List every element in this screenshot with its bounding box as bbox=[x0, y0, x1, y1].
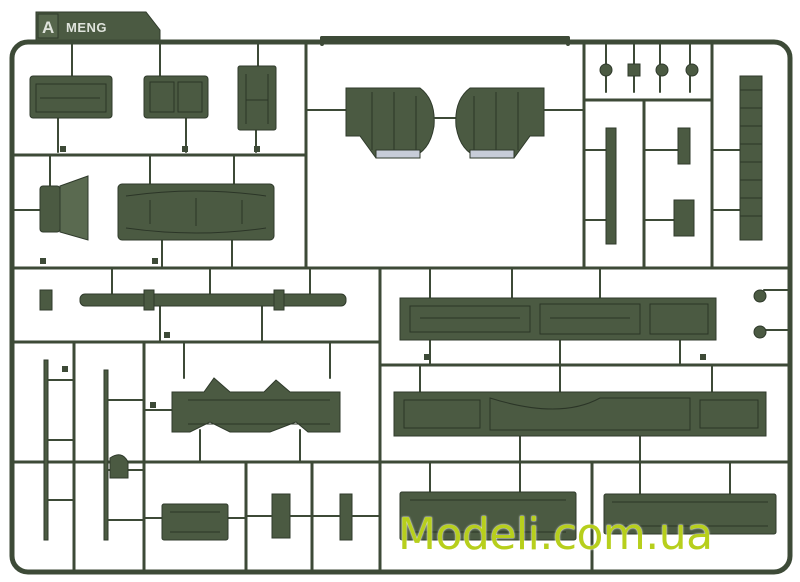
brand-logo-text: MENG bbox=[66, 20, 107, 35]
small-parts-right-1 bbox=[753, 289, 791, 339]
part-floor-plate-2 bbox=[603, 461, 777, 535]
part-rod-vertical bbox=[583, 127, 617, 245]
sprue-frame bbox=[9, 36, 793, 575]
small-parts-top-right bbox=[599, 43, 699, 93]
part-box-2 bbox=[143, 43, 209, 153]
watermark-text: Modeli.com.ua bbox=[398, 509, 713, 560]
part-floor-plate-1 bbox=[399, 461, 577, 541]
part-hull-side-1 bbox=[399, 267, 717, 366]
part-panel-large bbox=[117, 154, 275, 269]
sprue-gates bbox=[40, 146, 706, 408]
part-thin-rods bbox=[43, 359, 145, 541]
part-ladder bbox=[711, 75, 763, 241]
part-hinge bbox=[13, 154, 89, 241]
part-hull-side-2 bbox=[393, 364, 767, 463]
part-box-3 bbox=[237, 43, 277, 153]
part-long-rod bbox=[39, 267, 347, 343]
part-cowl-right bbox=[455, 87, 585, 159]
part-cowl-left bbox=[305, 87, 471, 159]
sprue-letter: A bbox=[42, 18, 54, 37]
part-plate-bottom-left bbox=[143, 503, 247, 541]
part-small-block bbox=[245, 493, 313, 539]
part-box-1 bbox=[29, 43, 113, 153]
sprue-tab: A MENG bbox=[35, 11, 161, 41]
part-brackets bbox=[643, 127, 695, 237]
part-chassis-frame bbox=[143, 341, 341, 463]
part-bracket-bottom bbox=[311, 493, 381, 541]
